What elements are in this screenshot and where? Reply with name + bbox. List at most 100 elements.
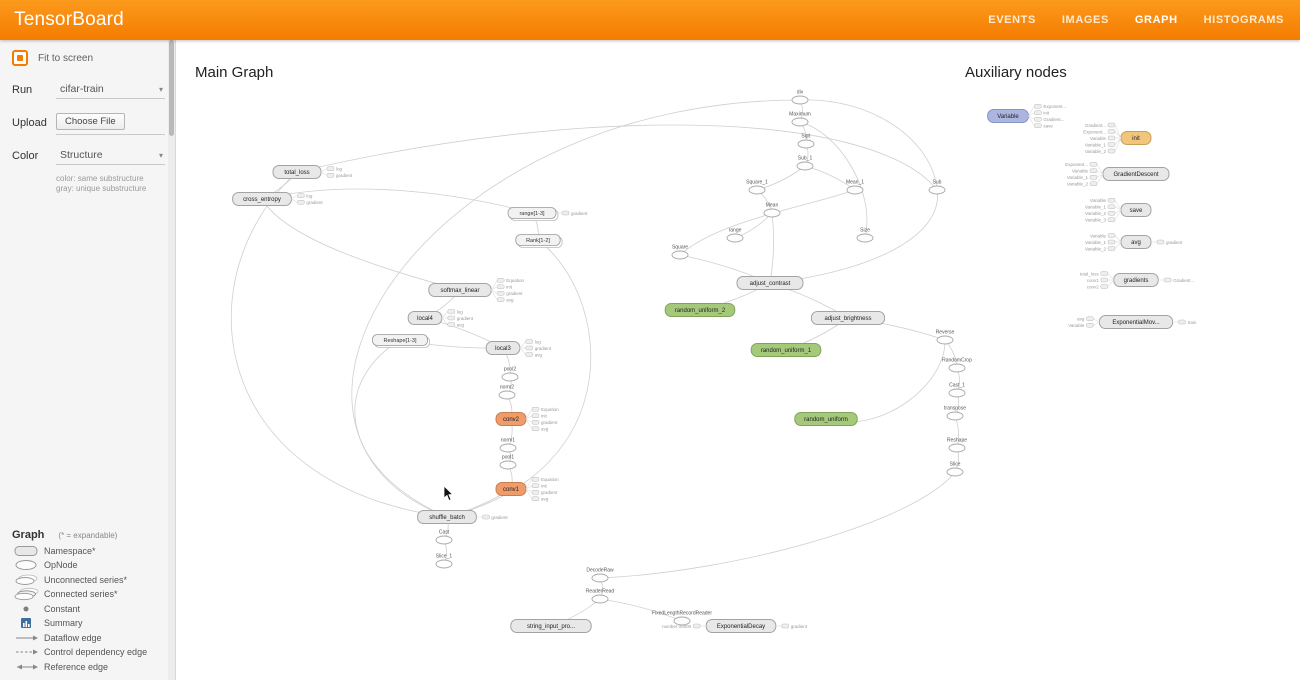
node-annotation[interactable]: Variable_3 (1085, 209, 1122, 223)
node-annotation[interactable]: total_loss (1080, 271, 1115, 281)
node-annotation[interactable]: Gradient... (1158, 277, 1194, 283)
fit-to-screen-icon[interactable] (12, 50, 28, 66)
node-annotation[interactable]: Variable_2 (1067, 173, 1104, 187)
node-annotation[interactable]: Equation (525, 477, 559, 490)
node-annotation[interactable]: Variable (1068, 321, 1100, 328)
graph-node-cast_2[interactable]: Cast (435, 530, 453, 545)
graph-node-string_input[interactable]: string_input_pro... (510, 619, 592, 633)
node-annotation[interactable]: init (491, 284, 513, 291)
graph-node-random_uniform_1[interactable]: random_uniform_1 (750, 343, 822, 357)
tab-events[interactable]: EVENTS (988, 14, 1036, 26)
tab-histograms[interactable]: HISTOGRAMS (1203, 14, 1284, 26)
node-annotation[interactable]: gradient (491, 289, 523, 296)
graph-node-div[interactable]: div (791, 90, 809, 105)
node-annotation[interactable]: gradient (525, 488, 558, 495)
node-annotation[interactable]: avg (441, 317, 465, 327)
graph-node-adjust_contrast[interactable]: adjust_contrast (736, 276, 804, 290)
graph-node-mean_1[interactable]: Mean_1 (846, 180, 864, 195)
node-annotation[interactable]: save (1028, 115, 1053, 129)
graph-node-transpose[interactable]: transpose (944, 406, 966, 421)
node-annotation[interactable]: gradient (476, 514, 508, 520)
graph-node-save[interactable]: saveVariableVariable_1Variable_2Variable… (1085, 198, 1152, 223)
graph-node-decoderaw[interactable]: DecodeRaw (586, 568, 614, 583)
node-annotation[interactable]: Exponent... (1028, 104, 1066, 117)
graph-node-random_uniform[interactable]: random_uniform (794, 412, 858, 426)
node-annotation[interactable]: Gradient... (1028, 115, 1064, 122)
graph-node-sub[interactable]: Sub (928, 180, 946, 195)
node-annotation[interactable]: conv1 (1087, 277, 1114, 283)
node-annotation[interactable]: log (291, 193, 313, 200)
node-annotation[interactable]: Equation (525, 407, 559, 420)
graph-node-readerread[interactable]: ReaderRead (586, 589, 615, 604)
node-annotation[interactable]: log (320, 166, 343, 173)
node-annotation[interactable]: Exponent... (1083, 129, 1122, 139)
graph-node-pool1[interactable]: pool1 (499, 455, 517, 470)
node-annotation[interactable]: number 00000 (662, 623, 707, 629)
node-annotation[interactable]: gradient (525, 418, 558, 425)
node-annotation[interactable]: Variable_2 (1085, 209, 1122, 216)
graph-node-sub_1[interactable]: Sub_1 (796, 156, 814, 171)
node-annotation[interactable]: Variable_1 (1085, 239, 1121, 245)
run-select[interactable]: cifar-train ▾ (56, 81, 165, 99)
graph-node-cast_1[interactable]: Cast_1 (948, 383, 966, 398)
node-annotation[interactable]: Variable (1072, 168, 1104, 175)
node-annotation[interactable]: gradient (291, 198, 323, 205)
graph-node-range13[interactable]: range[1-3]gradient (507, 207, 588, 221)
graph-node-maximum[interactable]: Maximum (789, 112, 811, 127)
graph-node-reshape_s[interactable]: Reshape[1-3] (371, 334, 430, 348)
graph-node-adjust_brightness[interactable]: adjust_brightness (810, 311, 886, 325)
graph-node-rank12[interactable]: Rank[1-2] (515, 234, 563, 248)
node-annotation[interactable]: gradient (1151, 239, 1183, 245)
graph-node-randomcrop[interactable]: RandomCrop (942, 358, 972, 373)
graph-node-random_uniform_2[interactable]: random_uniform_2 (664, 303, 736, 317)
node-annotation[interactable]: conv2 (1087, 279, 1115, 289)
node-annotation[interactable]: Variable_1 (1085, 137, 1122, 147)
node-annotation[interactable]: Equation (490, 278, 524, 291)
node-annotation[interactable]: gradient (519, 345, 552, 351)
tab-images[interactable]: IMAGES (1061, 14, 1109, 26)
color-select[interactable]: Structure ▾ (56, 147, 165, 165)
scrollbar-thumb[interactable] (169, 40, 174, 136)
node-annotation[interactable]: init (525, 413, 548, 420)
node-annotation[interactable]: train (1172, 319, 1197, 325)
graph-node-sqrt[interactable]: Sqrt (797, 134, 815, 149)
node-annotation[interactable]: gradient (441, 315, 474, 321)
graph-node-slice[interactable]: Slice (946, 462, 964, 477)
graph-node-slice_1[interactable]: Slice_1 (435, 554, 453, 569)
graph-node-range_op[interactable]: range (726, 228, 744, 243)
node-annotation[interactable]: Variable_1 (1067, 173, 1104, 180)
node-annotation[interactable]: avg (525, 418, 549, 432)
node-annotation[interactable]: log (441, 309, 464, 319)
node-annotation[interactable]: avg (1077, 316, 1100, 323)
graph-node-gradient_descent[interactable]: GradientDescentExponent...VariableVariab… (1065, 162, 1170, 187)
node-annotation[interactable]: Variable_1 (1085, 204, 1122, 211)
node-annotation[interactable]: Variable (1090, 135, 1121, 141)
fit-to-screen-button[interactable]: Fit to screen (0, 40, 175, 74)
node-annotation[interactable]: init (525, 483, 548, 490)
node-annotation[interactable]: Variable_2 (1085, 241, 1122, 251)
graph-node-reverse[interactable]: Reverse (936, 330, 955, 345)
tab-graph[interactable]: GRAPH (1134, 14, 1178, 26)
node-annotation[interactable]: avg (525, 488, 549, 502)
node-annotation[interactable]: Variable_2 (1085, 137, 1122, 154)
graph-node-square_1[interactable]: Square_1 (746, 180, 768, 195)
node-annotation[interactable]: gradient (556, 210, 588, 216)
graph-node-reshape_1[interactable]: Reshape (947, 438, 967, 453)
graph-node-norm2[interactable]: norm2 (498, 385, 516, 400)
choose-file-button[interactable]: Choose File (56, 113, 125, 130)
node-annotation[interactable]: Variable (1090, 233, 1122, 243)
node-annotation[interactable]: Gradient... (1085, 122, 1122, 139)
node-annotation[interactable]: log (519, 339, 542, 349)
graph-node-norm1[interactable]: norm1 (499, 438, 517, 453)
